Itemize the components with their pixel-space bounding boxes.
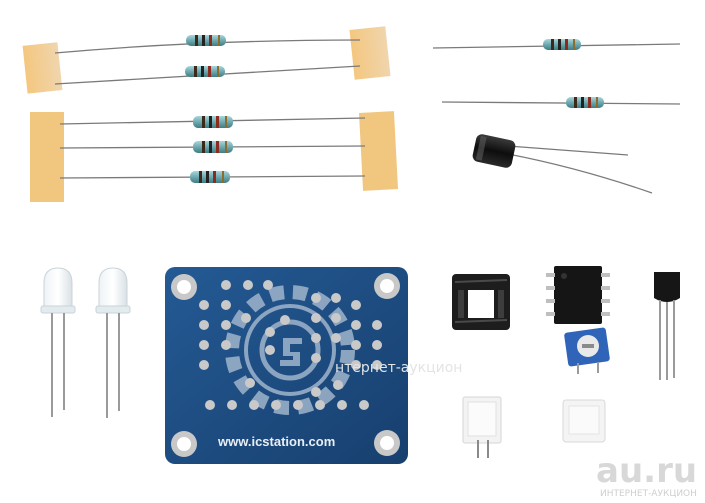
resistor-strip-2	[30, 111, 399, 202]
pad-column	[199, 280, 290, 370]
resistor	[185, 66, 225, 77]
electrolytic-capacitor	[472, 134, 653, 194]
watermark-logo-subtitle: ИНТЕРНЕТ-АУКЦИОН	[600, 489, 697, 499]
connector-male	[462, 396, 502, 458]
resistor	[193, 141, 233, 153]
pad-column	[311, 293, 382, 370]
ic-chip	[546, 266, 610, 324]
led	[40, 267, 76, 417]
gear-logo	[225, 285, 355, 415]
mounting-hole	[171, 431, 197, 457]
led	[95, 267, 131, 418]
pad-row	[205, 378, 369, 410]
mounting-hole	[374, 430, 400, 456]
watermark: нтернет-аукцион au.ru ИНТЕРНЕТ-АУКЦИОН	[335, 360, 697, 499]
resistor	[186, 35, 226, 46]
transistor	[654, 272, 680, 380]
watermark-center-text: нтернет-аукцион	[335, 360, 462, 376]
resistor-strip-1	[22, 26, 391, 94]
resistor	[193, 116, 233, 128]
pcb-board: www.icstation.com	[165, 267, 408, 464]
watermark-logo-text: au.ru	[596, 451, 697, 491]
resistor	[441, 97, 681, 108]
resistor	[190, 171, 230, 183]
pcb-url-text: www.icstation.com	[217, 434, 335, 449]
resistor	[432, 39, 681, 50]
mounting-hole	[171, 274, 197, 300]
ic-socket	[452, 274, 510, 330]
trimmer-potentiometer	[564, 327, 610, 374]
connector-female	[562, 399, 606, 443]
mounting-hole	[374, 273, 400, 299]
